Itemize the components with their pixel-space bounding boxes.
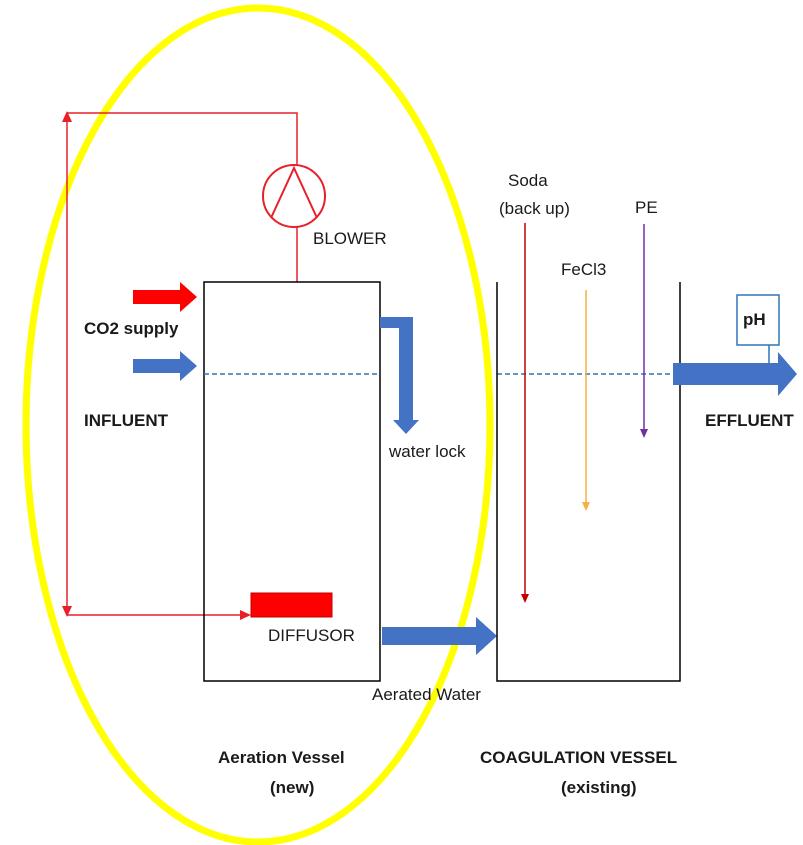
aeration-vessel-label: Aeration Vessel	[218, 748, 345, 767]
fecl3-arrowhead	[582, 502, 590, 511]
influent-label: INFLUENT	[84, 411, 169, 430]
aeration-highlight-ellipse	[22, 4, 494, 845]
coagulation-vessel-label: COAGULATION VESSEL	[480, 748, 677, 767]
aeration-vessel	[203, 281, 381, 682]
pe-label: PE	[635, 198, 658, 217]
diffusor	[250, 592, 333, 618]
aerated-water-arrow	[382, 617, 497, 655]
air-line-arrowhead-top	[62, 111, 72, 122]
effluent-arrow	[673, 352, 797, 396]
fecl3-label: FeCl3	[561, 260, 606, 279]
aerated-water-label: Aerated Water	[372, 685, 481, 704]
diffusor-label: DIFFUSOR	[268, 626, 355, 645]
soda-arrowhead	[521, 594, 529, 603]
influent-arrow	[133, 351, 197, 381]
soda-note-label: (back up)	[499, 199, 570, 218]
air-line-arrowhead-right	[240, 610, 251, 620]
ph-sensor-box	[736, 294, 780, 346]
pe-arrowhead	[640, 429, 648, 438]
coagulation-vessel	[496, 282, 681, 682]
co2-supply-arrow	[133, 282, 197, 312]
blower-icon	[262, 164, 326, 228]
soda-label: Soda	[508, 171, 548, 190]
water-lock-label: water lock	[388, 442, 466, 461]
blower-label: BLOWER	[313, 229, 387, 248]
effluent-label: EFFLUENT	[705, 411, 794, 430]
air-line-arrowhead-bottom	[62, 606, 72, 617]
water-lock-arrow	[380, 317, 419, 434]
ph-label: pH	[743, 310, 766, 329]
coagulation-vessel-note: (existing)	[561, 778, 637, 797]
co2-supply-label: CO2 supply	[84, 319, 179, 338]
aeration-vessel-note: (new)	[270, 778, 314, 797]
